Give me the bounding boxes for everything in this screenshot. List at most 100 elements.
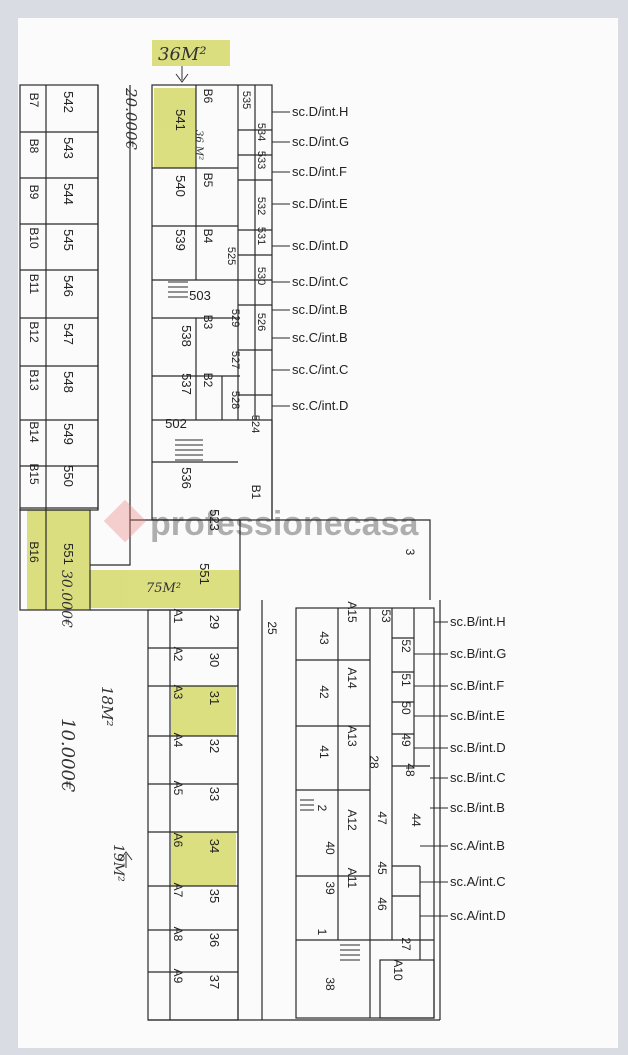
connector-label: 3 bbox=[403, 549, 417, 556]
unit-label: 540 bbox=[173, 175, 188, 197]
a-label: A7 bbox=[171, 883, 185, 898]
b-label: B2 bbox=[201, 373, 215, 388]
unit-label-small: 528 bbox=[229, 391, 241, 409]
b-label: B4 bbox=[201, 229, 215, 244]
unit-labels: B7B8B9B10B11B12B13B14B15B165425435445455… bbox=[27, 89, 423, 991]
annotation-b16-area: 75M² bbox=[146, 581, 181, 596]
unit-label: 547 bbox=[61, 323, 76, 345]
highlight-541 bbox=[154, 88, 196, 168]
a-label: A8 bbox=[171, 927, 185, 942]
a-label: A15 bbox=[345, 601, 359, 623]
a-label: A12 bbox=[345, 809, 359, 831]
highlights bbox=[27, 40, 239, 886]
b-label: B7 bbox=[27, 93, 41, 108]
unit-label: 536 bbox=[179, 467, 194, 489]
unit-label: 51 bbox=[399, 673, 413, 687]
unit-label: 546 bbox=[61, 275, 76, 297]
stair-label: sc.D/int.H bbox=[292, 104, 348, 119]
unit-label: 46 bbox=[375, 897, 389, 911]
unit-label: 43 bbox=[317, 631, 331, 645]
unit-label: 1 bbox=[315, 929, 329, 936]
unit-label-small: 532 bbox=[255, 197, 267, 215]
unit-label-small: 533 bbox=[255, 151, 267, 169]
stair-label: sc.C/int.C bbox=[292, 362, 348, 377]
unit-label: 541 bbox=[173, 109, 188, 131]
stair-label: sc.D/int.B bbox=[292, 302, 348, 317]
unit-label: 35 bbox=[207, 889, 222, 903]
highlight-551 bbox=[27, 510, 89, 610]
unit-label: 44 bbox=[409, 813, 423, 827]
a-label: A5 bbox=[171, 781, 185, 796]
b-label: B12 bbox=[27, 321, 41, 343]
stairs bbox=[168, 281, 360, 961]
unit-label-small: 531 bbox=[255, 227, 267, 245]
stair-label: sc.D/int.F bbox=[292, 164, 347, 179]
unit-label: 542 bbox=[61, 91, 76, 113]
highlight-34 bbox=[171, 832, 236, 886]
unit-label: 549 bbox=[61, 423, 76, 445]
unit-label: 47 bbox=[375, 811, 389, 825]
stair-label: sc.B/int.B bbox=[450, 800, 505, 815]
b-label: B6 bbox=[201, 89, 215, 104]
stair-label: sc.D/int.C bbox=[292, 274, 348, 289]
stair-labels: sc.D/int.H sc.D/int.G sc.D/int.F sc.D/int.E… bbox=[292, 104, 506, 923]
stair-label: sc.A/int.B bbox=[450, 838, 505, 853]
unit-label: 29 bbox=[207, 615, 222, 629]
unit-label-small: 524 bbox=[249, 415, 261, 433]
unit-label: 27 bbox=[399, 937, 413, 951]
stair-label: sc.B/int.H bbox=[450, 614, 506, 629]
unit-label-small: 535 bbox=[240, 91, 252, 109]
unit-label: 38 bbox=[323, 977, 337, 991]
stair-label: sc.B/int.D bbox=[450, 740, 506, 755]
unit-label: 539 bbox=[173, 229, 188, 251]
unit-label: 30 bbox=[207, 653, 222, 667]
watermark: professionecasa bbox=[103, 499, 419, 543]
b-label: B10 bbox=[27, 227, 41, 249]
unit-label: 32 bbox=[207, 739, 222, 753]
annotation-price-a: 10.000€ bbox=[57, 718, 78, 792]
stair-label: sc.B/int.G bbox=[450, 646, 506, 661]
unit-label-small: 529 bbox=[229, 309, 241, 327]
unit-label: 40 bbox=[323, 841, 337, 855]
a-label: A9 bbox=[171, 969, 185, 984]
unit-label-small: 534 bbox=[255, 123, 267, 141]
unit-label: 33 bbox=[207, 787, 222, 801]
unit-label: 551 bbox=[61, 543, 76, 565]
annotation-a6-area: 19M² bbox=[110, 844, 126, 882]
b-label: B13 bbox=[27, 369, 41, 391]
stair-label: sc.D/int.E bbox=[292, 196, 348, 211]
stair-label: sc.A/int.C bbox=[450, 874, 506, 889]
annotations: 36M² 20.000€ 36 M² 30.000€ 75M² 18M² 10.… bbox=[57, 44, 207, 882]
stair-label: sc.B/int.F bbox=[450, 678, 504, 693]
stair-label: sc.C/int.D bbox=[292, 398, 348, 413]
b-label: B3 bbox=[201, 315, 215, 330]
a-label: A6 bbox=[171, 833, 185, 848]
unit-label: 538 bbox=[179, 325, 194, 347]
unit-label: 502 bbox=[165, 416, 187, 431]
unit-label: 543 bbox=[61, 137, 76, 159]
stair-label: sc.D/int.D bbox=[292, 238, 348, 253]
unit-label-small: 525 bbox=[225, 247, 237, 265]
a-label: A11 bbox=[345, 868, 359, 889]
a-label: A3 bbox=[171, 685, 185, 700]
unit-label: 523 bbox=[207, 509, 222, 531]
b-label: B9 bbox=[27, 185, 41, 200]
annotation-b6-area: 36 M² bbox=[193, 130, 204, 160]
unit-label: 545 bbox=[61, 229, 76, 251]
a-label: A14 bbox=[345, 667, 359, 689]
unit-label-small: 526 bbox=[255, 313, 267, 331]
stair-label: sc.D/int.G bbox=[292, 134, 349, 149]
unit-label: 49 bbox=[399, 733, 413, 747]
b-label: B14 bbox=[27, 421, 41, 443]
b-label: B1 bbox=[249, 485, 263, 500]
unit-label: 548 bbox=[61, 371, 76, 393]
b-label: B16 bbox=[27, 541, 41, 563]
unit-label: 45 bbox=[375, 861, 389, 875]
unit-label: 53 bbox=[379, 609, 393, 623]
b-label: B11 bbox=[27, 274, 41, 295]
annotation-top-area: 36M² bbox=[158, 44, 207, 65]
unit-label: 503 bbox=[189, 288, 211, 303]
unit-label: 544 bbox=[61, 183, 76, 205]
leaders bbox=[272, 111, 448, 917]
